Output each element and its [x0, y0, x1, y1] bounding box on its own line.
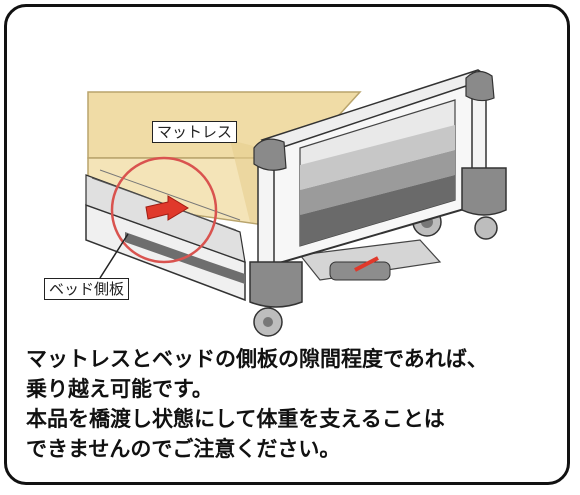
notice-line: 乗り越え可能です。 [26, 377, 213, 401]
leg-block [461, 167, 507, 216]
leader-line [99, 233, 129, 279]
notice-text: マットレスとベッドの側板の隙間程度であれば、 乗り越え可能です。 本品を橋渡し状… [26, 344, 566, 464]
notice-line: マットレスとベッドの側板の隙間程度であれば、 [26, 347, 488, 371]
bed-illustration [85, 69, 507, 337]
caster-wheel [474, 216, 498, 240]
notice-line: 本品を橋渡し状態にして体重を支えることは [26, 407, 445, 431]
leg-block [249, 261, 303, 308]
corner-cap [253, 138, 287, 171]
notice-line: できませんのでご注意ください。 [26, 437, 341, 461]
corner-cap [465, 70, 495, 102]
mattress-label: マットレス [152, 121, 238, 143]
side-board-label: ベッド側板 [44, 278, 130, 300]
arrow-icon [145, 195, 189, 221]
highlight-circle [110, 156, 218, 264]
